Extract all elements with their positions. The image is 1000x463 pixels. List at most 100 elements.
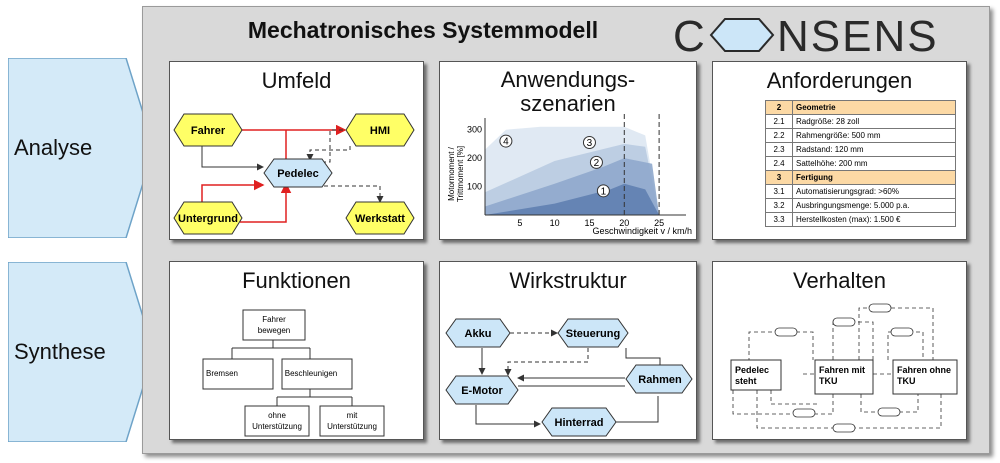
- anwendung-title-line2: szenarien: [520, 91, 616, 116]
- func-beschleunigen-label: Beschleunigen: [285, 369, 337, 378]
- state-machine: Pedelec steht Fahren mit TKU Fahren ohne…: [730, 303, 958, 433]
- node-untergrund-label: Untergrund: [178, 213, 238, 225]
- requirement-number: 2.4: [765, 156, 793, 171]
- node-emotor: [445, 375, 519, 405]
- scenario-number-2: 2: [594, 158, 600, 169]
- edge-untergrund-red: [240, 182, 292, 223]
- node-untergrund: [173, 201, 243, 235]
- wirkstruktur-diagram: Akku Steuerung E-Motor Rahmen Hinterrad: [445, 318, 693, 437]
- logo-hexagon: [709, 18, 775, 52]
- requirement-text: Sattelhöhe: 200 mm: [792, 156, 956, 171]
- y-axis-label-line2: Trittmoment [%]: [456, 146, 465, 202]
- anwendung-title-line1: Anwendungs-: [500, 67, 636, 92]
- anforderungen-title: Anforderungen: [766, 68, 913, 93]
- requirement-text: Fertigung: [792, 170, 956, 185]
- requirement-number: 2.3: [765, 142, 793, 157]
- node-hmi: [345, 113, 415, 147]
- area-series-1: [485, 183, 660, 215]
- func-root-line2: bewegen: [258, 326, 290, 335]
- x-tick-label: 25: [654, 218, 664, 228]
- requirement-number: 3.3: [765, 212, 793, 227]
- state-mit-line2: TKU: [819, 376, 838, 386]
- panel-umfeld: Umfeld Fahrer HMI Pedelec Untergrund: [169, 61, 424, 240]
- edge-pedelec-hmi: [315, 129, 345, 163]
- y-tick-label: 100: [467, 182, 482, 192]
- requirement-text: Geometrie: [792, 100, 956, 115]
- x-tick-label: 5: [517, 218, 522, 228]
- y-tick-label: 200: [467, 153, 482, 163]
- node-steuerung-label: Steuerung: [566, 328, 620, 340]
- funktionen-title: Funktionen: [242, 268, 351, 293]
- edge-fahrer-pedelec: [201, 146, 264, 171]
- x-tick-label: 20: [619, 218, 629, 228]
- requirement-text: Automatisierungsgrad: >60%: [792, 184, 956, 199]
- x-tick-label: 15: [584, 218, 594, 228]
- func-mit-unterstuetzung: [319, 405, 385, 437]
- node-pedelec: [263, 158, 333, 188]
- umfeld-title: Umfeld: [261, 68, 332, 93]
- main-title: Mechatronisches Systemmodell: [247, 17, 599, 43]
- state-ohne-line2: TKU: [897, 376, 916, 386]
- requirement-number: 3.2: [765, 198, 793, 213]
- node-akku: [445, 318, 511, 348]
- scenario-marker-3: [582, 135, 596, 149]
- node-fahrer-label: Fahrer: [191, 125, 226, 137]
- node-steuerung: [557, 318, 629, 348]
- func-bremsen: [202, 358, 274, 390]
- func-ohne-line2: Unterstützung: [252, 422, 302, 431]
- state-pedelec-line1: Pedelec: [735, 365, 769, 375]
- state-fahren-mit-tku: [814, 359, 874, 395]
- requirement-text: Rahmengröße: 500 mm: [792, 128, 956, 143]
- state-ohne-line1: Fahren ohne: [897, 365, 951, 375]
- node-werkstatt-label: Werkstatt: [355, 213, 405, 225]
- anwendung-title: Anwendungs- szenarien: [440, 68, 696, 116]
- panel-verhalten: Verhalten: [712, 261, 967, 440]
- logo-left-text: C: [673, 13, 705, 57]
- x-axis-label: Geschwindigkeit v / km/h: [592, 226, 692, 236]
- node-emotor-label: E-Motor: [461, 385, 503, 397]
- func-beschleunigen: [281, 358, 353, 390]
- func-ohne-line1: ohne: [268, 411, 286, 420]
- synthese-chevron: [8, 262, 155, 442]
- consens-logo: C NSENS: [673, 13, 937, 57]
- requirement-text: Ausbringungsmenge: 5.000 p.a.: [792, 198, 956, 213]
- panel-funktionen: Funktionen Fahrer bewegen Bremsen Beschl…: [169, 261, 424, 440]
- edge-untergrund-pedelec: [201, 179, 265, 202]
- umfeld-diagram: Fahrer HMI Pedelec Untergrund Werkstatt: [173, 113, 415, 235]
- requirement-number: 2.1: [765, 114, 793, 129]
- state-pedelec-steht: [730, 359, 782, 391]
- requirement-text: Radgröße: 28 zoll: [792, 114, 956, 129]
- node-hinterrad: [541, 407, 617, 437]
- analyse-chevron: [8, 58, 155, 238]
- scenario-marker-2: [589, 155, 603, 169]
- node-fahrer: [173, 113, 243, 147]
- node-pedelec-label: Pedelec: [277, 168, 319, 180]
- requirement-number: 2.2: [765, 128, 793, 143]
- func-bremsen-label: Bremsen: [206, 369, 238, 378]
- requirement-text: Radstand: 120 mm: [792, 142, 956, 157]
- func-fahrer-bewegen: [242, 309, 306, 341]
- systemmodell-area: Mechatronisches Systemmodell C NSENS Umf…: [142, 6, 990, 454]
- func-mit-line2: Unterstützung: [327, 422, 377, 431]
- scenario-marker-4: [499, 134, 513, 148]
- synthese-label: Synthese: [14, 339, 106, 364]
- state-pedelec-line2: steht: [735, 376, 757, 386]
- y-tick-label: 300: [467, 125, 482, 135]
- node-hmi-label: HMI: [370, 125, 390, 137]
- func-root-line1: Fahrer: [262, 315, 286, 324]
- panel-wirkstruktur: Wirkstruktur Akku Steuerung E-Motor: [439, 261, 697, 440]
- edge-hmi-pedelec: [306, 146, 351, 161]
